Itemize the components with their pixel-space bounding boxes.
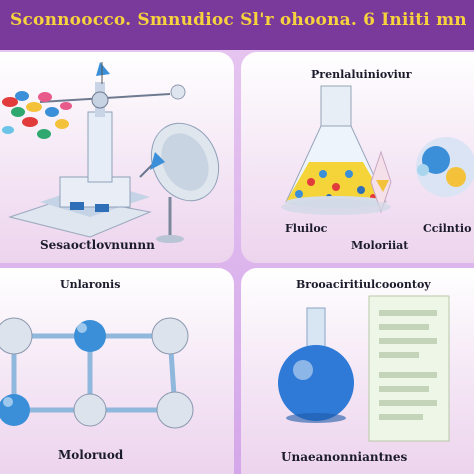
panel-chemistry: Prenlaluinioviur Fluiloc Moloriiat Cciln… [241,52,474,263]
page-title: Sconnoocco. Smnudioc Sl'r ohoona. 6 Inii… [10,10,466,30]
panel-2-mid-label: Moloriiat [351,239,409,252]
panel-molecular-lattice: Unlaronis Moloruod [0,268,234,474]
panel-4-bottom-label: Unaeanonniantnes [281,450,408,464]
panel-2-left-label: Fluiloc [285,222,328,235]
panel-2-top-label: Prenlaluinioviur [311,68,412,81]
panel-3-bottom-label: Moloruod [58,448,124,462]
panel-flask-document: Brooaciritiulcooontoy Unaeanonniantnes [241,268,474,474]
chemistry-illustration [281,85,474,215]
flask-document-illustration [278,295,450,442]
panel-lab-equipment: Sesaoctlovnunnn [0,52,234,263]
header [0,0,474,50]
panel-2-right-label: Ccilntio [423,222,472,235]
panel-4-top-label: Brooaciritiulcooontoy [296,278,431,291]
panel-1-label: Sesaoctlovnunnn [40,238,155,252]
lattice-illustration [0,317,194,429]
lab-equipment-illustration [2,62,220,243]
panel-3-top-label: Unlaronis [60,278,121,291]
